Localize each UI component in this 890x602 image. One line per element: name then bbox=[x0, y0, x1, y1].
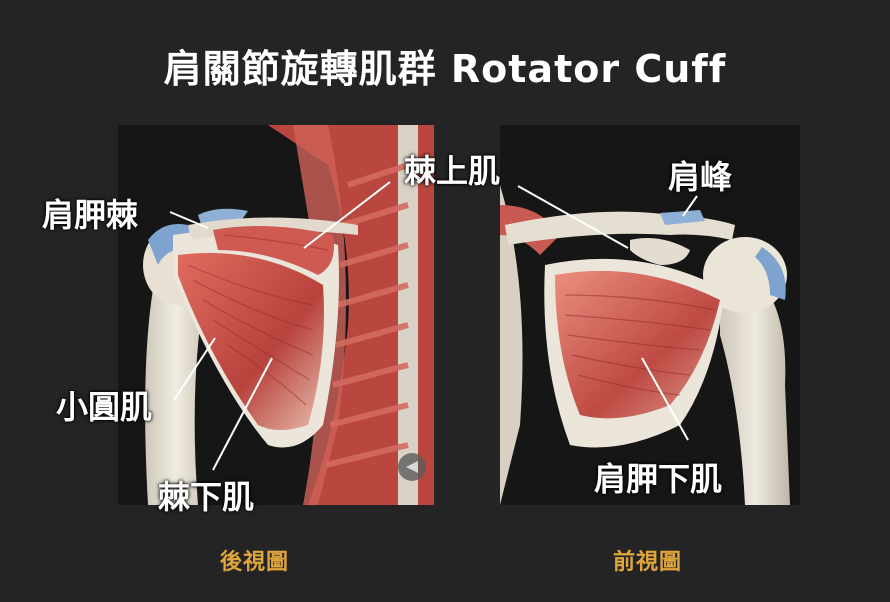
label-spine-of-scapula: 肩胛棘 bbox=[42, 196, 139, 234]
posterior-view-illustration bbox=[118, 125, 434, 505]
label-subscapularis: 肩胛下肌 bbox=[594, 460, 723, 498]
page-title: 肩關節旋轉肌群 Rotator Cuff bbox=[163, 47, 727, 91]
label-infraspinatus: 棘下肌 bbox=[158, 478, 255, 516]
caption-anterior-view: 前視圖 bbox=[613, 550, 683, 575]
anterior-view-illustration bbox=[500, 125, 800, 505]
caption-posterior-view: 後視圖 bbox=[220, 550, 290, 575]
label-teres-minor: 小圓肌 bbox=[56, 388, 153, 426]
label-acromion: 肩峰 bbox=[668, 158, 733, 196]
label-supraspinatus: 棘上肌 bbox=[404, 152, 501, 190]
